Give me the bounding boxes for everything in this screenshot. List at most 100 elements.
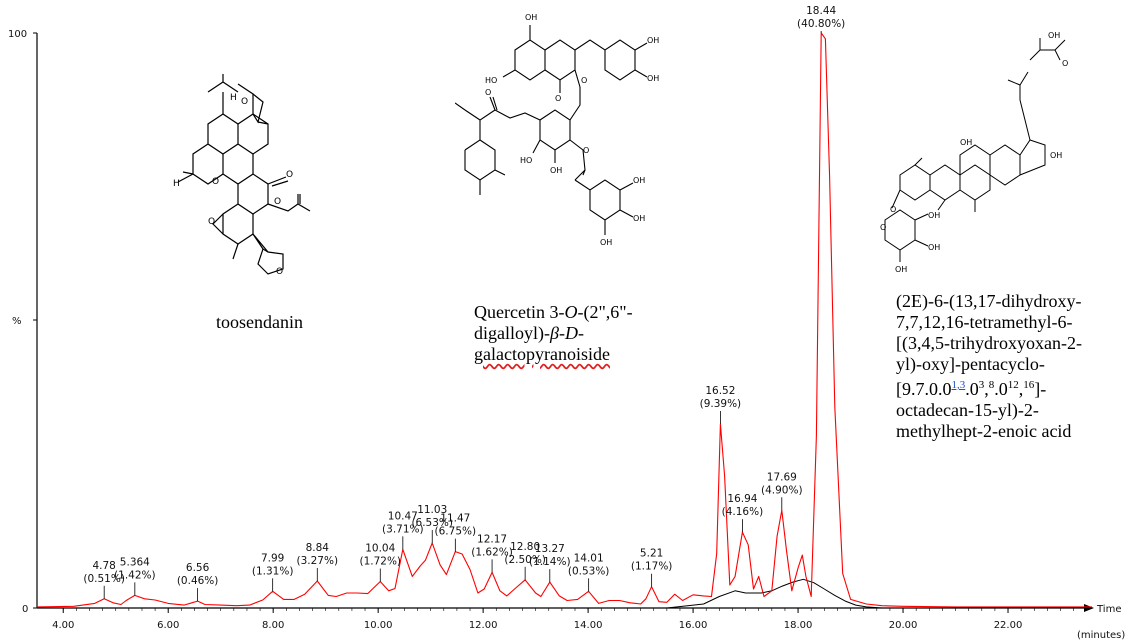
peak-label-area: (1.72%) [359, 556, 401, 568]
peak-label-area: (0.53%) [568, 565, 610, 577]
peak-label-rt: 6.56 [186, 562, 210, 574]
peak-label-area: (4.90%) [761, 484, 803, 496]
peak-label-rt: 4.78 [92, 560, 115, 572]
x-tick-label: 10.00 [364, 620, 393, 631]
triterpenoid-label-line-2: 7,7,12,16-tetramethyl-6- [896, 312, 1073, 332]
triterpenoid-label-sup: 3 [978, 379, 985, 391]
peak-label-rt: 16.94 [727, 493, 757, 505]
x-tick-label: 18.00 [784, 620, 813, 631]
svg-text:O: O [286, 170, 293, 180]
svg-text:OH: OH [550, 166, 562, 175]
x-tick-label: 6.00 [157, 620, 179, 631]
triterpenoid-label-line-7: methylhept-2-enoic acid [896, 421, 1072, 441]
peak-label-rt: 12.80 [510, 541, 540, 553]
svg-text:O: O [241, 97, 248, 107]
peak-label-area: (0.46%) [177, 575, 219, 587]
x-tick-label: 14.00 [574, 620, 603, 631]
triterpenoid-label-part: .0 [994, 379, 1008, 399]
svg-text:O: O [1062, 59, 1068, 68]
svg-text:OH: OH [525, 13, 537, 22]
triterpenoid-label-part: ]- [1034, 379, 1047, 399]
triterpenoid-label-part: , [1018, 379, 1024, 399]
chromatogram-baseline-black [37, 578, 1092, 609]
peak-label-area: (0.51%) [83, 573, 125, 585]
svg-text:O: O [276, 267, 283, 277]
peak-label-rt: 17.69 [767, 471, 797, 483]
triterpenoid-label-line-5: [9.7.0.01,3.03,8.012,16]- [896, 375, 1082, 400]
peak-labels: 4.78(0.51%)5.364(1.42%)6.56(0.46%)7.99(1… [83, 5, 845, 602]
x-tick-label: 4.00 [52, 620, 74, 631]
svg-text:OH: OH [1050, 151, 1062, 160]
svg-text:O: O [274, 197, 281, 207]
svg-text:O: O [555, 94, 561, 103]
svg-text:OH: OH [1048, 31, 1060, 40]
peak-label-rt: 16.52 [705, 385, 735, 397]
x-axis-unit: (minutes) [1077, 630, 1125, 641]
peak-label-area: (1.42%) [114, 569, 156, 581]
quercetin-label-italic-beta: β-D- [549, 323, 584, 343]
svg-text:H: H [173, 179, 180, 189]
peak-label-rt: 13.27 [535, 543, 565, 555]
peak-label-rt: 12.17 [477, 533, 507, 545]
peak-label-area: (2.50%) [504, 554, 546, 566]
svg-text:O: O [880, 223, 886, 232]
peak-label-area: (4.16%) [722, 506, 764, 518]
quercetin-label-italic-o: O [564, 302, 578, 322]
quercetin-label-part: galactopyranoiside [474, 344, 610, 364]
peak-label-rt: 11.03 [417, 504, 447, 516]
quercetin-label: Quercetin 3-O-(2",6"- digalloyl)-β-D- ga… [474, 302, 633, 365]
toosendanin-structure: OH OO OH OO [173, 74, 311, 277]
svg-text:HO: HO [520, 156, 532, 165]
svg-text:H: H [230, 93, 237, 103]
svg-text:O: O [208, 217, 215, 227]
x-tick-label: 16.00 [679, 620, 708, 631]
peak-label-rt: 8.84 [306, 542, 330, 554]
peak-label-rt: 18.44 [806, 5, 836, 17]
svg-text:O: O [890, 205, 896, 214]
triterpenoid-label-sup: 8 [988, 379, 995, 391]
peak-label-area: (40.80%) [797, 18, 845, 30]
triterpenoid-label-line-6: octadecan-15-yl)-2- [896, 400, 1039, 420]
peak-label-rt: 7.99 [261, 552, 284, 564]
toosendanin-name: toosendanin [216, 312, 303, 332]
y-axis-percent-label: % [12, 316, 22, 327]
svg-text:OH: OH [647, 74, 659, 83]
quercetin-label-part: Quercetin 3- [474, 302, 565, 322]
svg-text:OH: OH [633, 214, 645, 223]
svg-text:OH: OH [600, 238, 612, 247]
svg-text:O: O [485, 88, 491, 97]
x-tick-label: 12.00 [469, 620, 498, 631]
triterpenoid-label-sup: 1,3 [951, 379, 966, 391]
x-tick-label: 20.00 [889, 620, 918, 631]
svg-text:OH: OH [960, 138, 972, 147]
quercetin-label-line-2: digalloyl)-β-D- [474, 323, 633, 344]
quercetin-label-part: digalloyl)- [474, 323, 550, 343]
quercetin-label-part: -(2",6"- [577, 302, 633, 322]
peak-label-area: (1.62%) [471, 546, 513, 558]
peak-label-area: (3.71%) [382, 523, 424, 535]
x-tick-label: 22.00 [994, 620, 1023, 631]
triterpenoid-label-line-1: (2E)-6-(13,17-dihydroxy- [896, 291, 1082, 311]
triterpenoid-label-part: , [984, 379, 989, 399]
peak-label-area: (1.14%) [529, 556, 571, 568]
quercetin-label-line-1: Quercetin 3-O-(2",6"- [474, 302, 633, 323]
triterpenoid-label-part: [9.7.0.0 [896, 379, 952, 399]
peak-label-area: (3.27%) [297, 555, 339, 567]
svg-text:OH: OH [928, 243, 940, 252]
peak-label-area: (6.75%) [435, 526, 477, 538]
peak-label-area: (1.17%) [631, 561, 673, 573]
svg-text:OH: OH [895, 265, 907, 274]
triterpenoid-label-sup: 12 [1007, 379, 1019, 391]
y-tick-label-0: 0 [22, 604, 28, 615]
peak-label-area: (9.39%) [700, 398, 742, 410]
svg-text:O: O [212, 177, 219, 187]
peak-label-rt: 11.47 [440, 513, 470, 525]
svg-text:HO: HO [485, 76, 497, 85]
triterpenoid-label: (2E)-6-(13,17-dihydroxy- 7,7,12,16-tetra… [896, 291, 1082, 442]
triterpenoid-label-sup: 16 [1023, 379, 1035, 391]
peak-label-area: (6.53%) [411, 517, 453, 529]
